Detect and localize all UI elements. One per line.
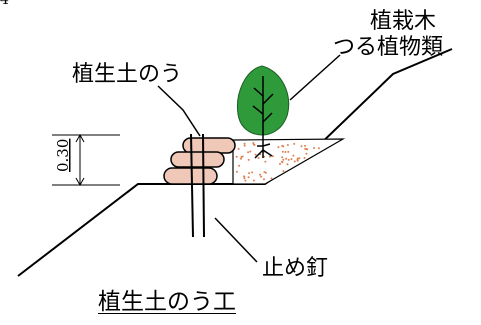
sandbag-bottom: [163, 167, 218, 185]
soil-dot: [293, 142, 296, 145]
soil-dot: [285, 157, 288, 160]
soil-dot: [263, 171, 266, 174]
soil-dot: [235, 155, 238, 158]
soil-dot: [282, 158, 285, 161]
soil-dot: [264, 160, 267, 163]
soil-dot: [240, 156, 243, 158]
nail-right: [202, 133, 205, 238]
soil-dot: [287, 150, 290, 153]
soil-dot: [281, 144, 284, 147]
soil-dot: [269, 155, 271, 158]
soil-dot: [279, 162, 281, 165]
soil-dot: [240, 157, 242, 160]
sandbag-label: 植生土のう: [72, 62, 183, 87]
soil-dot: [237, 147, 240, 150]
soil-dot: [244, 179, 247, 182]
page-number: 4: [0, 0, 9, 8]
soil-dot: [270, 177, 273, 180]
sandbag-middle: [170, 151, 225, 168]
tree-label-line-2: つる植物類: [333, 35, 444, 60]
soil-dot: [248, 172, 251, 175]
soil-dot: [259, 173, 262, 176]
soil-dot: [243, 177, 246, 180]
soil-dot: [292, 154, 295, 157]
soil-dot: [286, 163, 289, 166]
soil-dot: [304, 144, 306, 147]
soil-dot: [243, 175, 246, 178]
leader-tree: [289, 54, 341, 101]
leader-lines: [157, 54, 341, 263]
tree-icon: [236, 65, 290, 159]
soil-dot: [264, 171, 267, 174]
soil-dot: [257, 157, 260, 159]
soil-dot: [286, 144, 289, 146]
planting-soil-fill: [232, 138, 346, 185]
soil-dot: [247, 158, 250, 161]
soil-dot: [306, 148, 309, 151]
soil-dot: [243, 144, 246, 147]
soil-dot: [303, 156, 306, 159]
dimension-value: 0.30: [54, 139, 72, 172]
soil-dot: [300, 145, 303, 148]
soil-dot: [251, 171, 254, 174]
soil-dot: [238, 164, 241, 167]
soil-dot: [271, 155, 274, 158]
soil-dot: [249, 150, 252, 153]
soil-dot: [284, 151, 287, 153]
soil-dot: [293, 160, 296, 163]
leader-nail: [214, 217, 258, 263]
soil-dot: [290, 158, 293, 160]
dimension-marker: [52, 133, 120, 187]
soil-dot: [281, 156, 284, 159]
leader-sandbag: [157, 85, 201, 137]
soil-dot: [318, 147, 320, 150]
soil-dot: [254, 153, 257, 156]
nail-left: [190, 133, 194, 238]
soil-dot: [296, 159, 299, 162]
tree-label-line-1: 植栽木: [370, 9, 437, 34]
soil-dot: [243, 142, 246, 145]
soil-dot: [235, 170, 238, 173]
soil-dot: [282, 170, 285, 173]
soil-dot: [252, 142, 255, 144]
vegetation-sandbag-stack: [163, 137, 236, 185]
soil-dot: [260, 175, 263, 178]
soil-dot: [277, 146, 280, 149]
soil-dot: [281, 150, 284, 153]
soil-dot: [305, 152, 308, 155]
soil-dot: [298, 157, 301, 160]
soil-dot: [313, 147, 315, 149]
soil-dot: [263, 178, 265, 181]
soil-dot: [304, 147, 307, 150]
soil-dot: [281, 160, 283, 163]
nail-label: 止め釘: [262, 256, 329, 281]
fixing-nails: [190, 133, 205, 238]
soil-dot: [247, 151, 250, 154]
soil-dot: [247, 176, 250, 179]
diagram-caption: 植生土のう工: [98, 289, 236, 315]
soil-dot: [287, 158, 290, 161]
soil-dot: [252, 179, 255, 182]
